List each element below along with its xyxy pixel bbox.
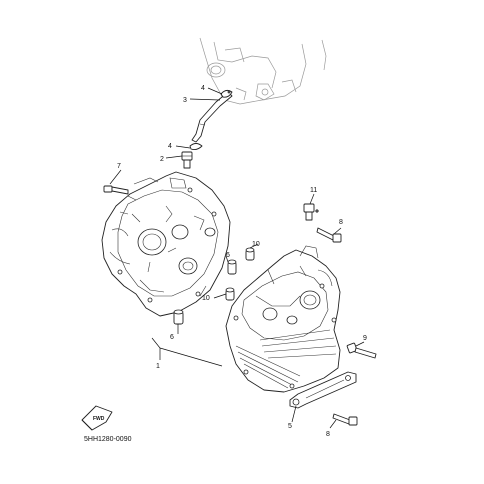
callout-8-lower: 8 <box>326 431 330 438</box>
left-crankcase-half <box>101 171 231 317</box>
leader-lines <box>109 87 365 429</box>
callout-7: 7 <box>117 163 121 170</box>
cylinder-ghost-outline <box>199 37 327 105</box>
diagram-code: 5HH1280-0090 <box>84 436 132 443</box>
hose-clip-lower <box>189 143 203 151</box>
callout-6-right: 6 <box>226 252 230 259</box>
hose-clip-upper <box>220 89 233 98</box>
callout-2: 2 <box>160 156 164 163</box>
dowel-part-10-upper <box>245 247 255 261</box>
callout-3: 3 <box>183 97 187 104</box>
breather-fitting-part <box>181 151 193 169</box>
bolt-part-8-lower <box>332 413 358 426</box>
callout-4-upper: 4 <box>201 85 205 92</box>
callout-10-lower: 10 <box>202 295 210 302</box>
dowel-pin-left <box>173 309 184 325</box>
bolt-part-8-upper <box>316 227 342 243</box>
callout-6-left: 6 <box>170 334 174 341</box>
bracket-plate-part-5 <box>289 371 357 409</box>
callout-10-upper: 10 <box>252 241 260 248</box>
forward-label: FWD <box>93 416 105 422</box>
dowel-part-10-lower <box>225 287 235 301</box>
fitting-part-11 <box>303 203 319 221</box>
callout-5: 5 <box>288 423 292 430</box>
callout-4-lower: 4 <box>168 143 172 150</box>
breather-hose-part <box>191 91 233 143</box>
callout-8-upper: 8 <box>339 219 343 226</box>
right-crankcase-half <box>225 245 341 393</box>
callout-9: 9 <box>363 335 367 342</box>
forward-arrow-icon: FWD <box>81 405 113 431</box>
callout-1: 1 <box>156 363 160 370</box>
bolt-part-7 <box>103 185 129 195</box>
bolt-part-9 <box>346 342 377 359</box>
dowel-pin-right <box>227 259 237 275</box>
callout-11: 11 <box>310 187 317 194</box>
